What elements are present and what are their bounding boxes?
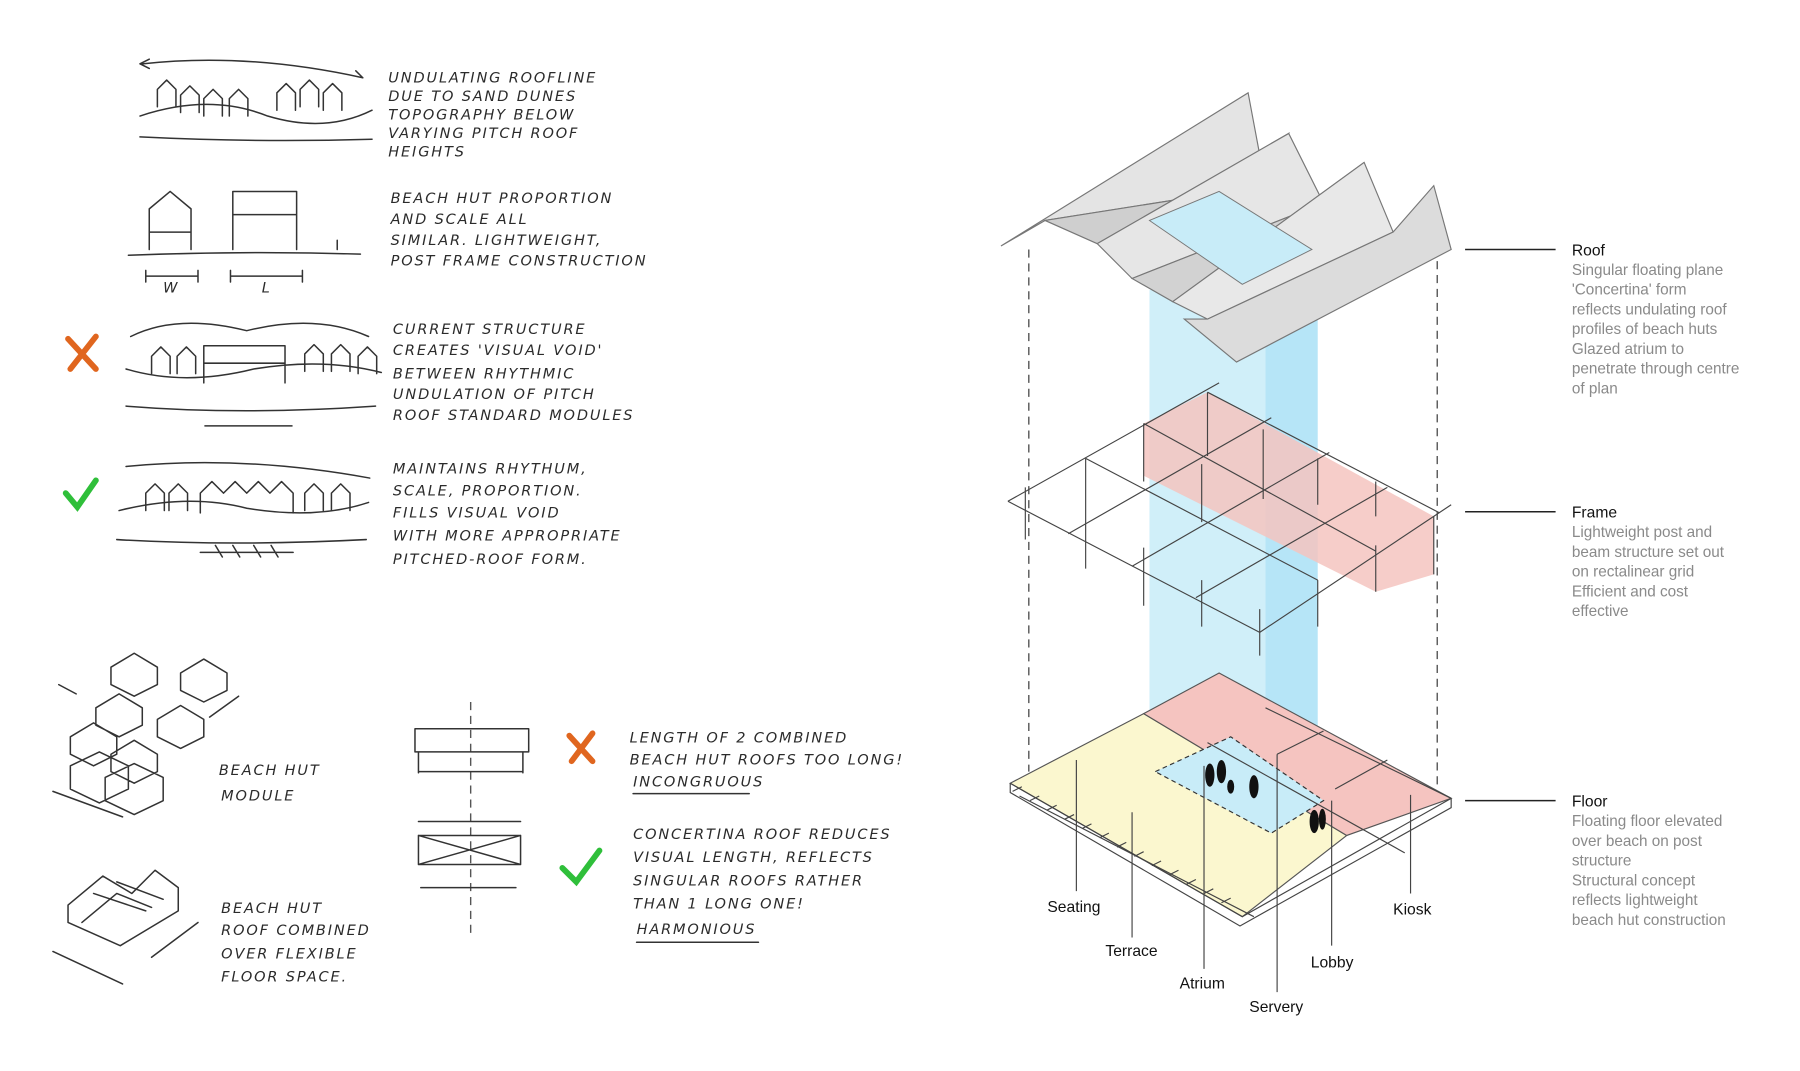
label-atrium: Atrium xyxy=(1180,976,1225,993)
sketch-combined-roof xyxy=(52,869,199,985)
callout-roof: Roof Singular floating plane'Concertina'… xyxy=(1465,242,1739,397)
frame-layer xyxy=(1007,382,1452,656)
sketch-maintains-rhythm xyxy=(116,461,371,558)
callout-title: Floor xyxy=(1572,793,1608,810)
sketch-roof-length-comparison xyxy=(414,702,530,935)
corner-dashed-guides xyxy=(1028,249,1438,790)
dimension-l-label: L xyxy=(262,280,272,296)
callout-title: Frame xyxy=(1572,505,1618,522)
note-maintains-rhythm: MAINTAINS RHYTHUM,SCALE, PROPORTION.FILL… xyxy=(393,461,622,568)
label-kiosk: Kiosk xyxy=(1393,901,1431,918)
sketch-undulating-roofline xyxy=(139,58,373,142)
sketch-beach-hut-module xyxy=(52,652,240,818)
sketch-beach-hut-proportion: W L xyxy=(127,190,362,296)
dimension-w-label: W xyxy=(163,280,179,296)
floor-layer xyxy=(1009,672,1453,927)
callout-description: Singular floating plane'Concertina' form… xyxy=(1572,262,1740,397)
sketch-current-structure xyxy=(125,322,383,427)
label-lobby: Lobby xyxy=(1311,955,1354,972)
frame-enclosure-volume xyxy=(1143,392,1434,592)
check-mark-icon xyxy=(559,847,603,887)
cross-mark-icon xyxy=(65,333,99,372)
label-terrace: Terrace xyxy=(1105,943,1157,960)
roof-layer xyxy=(1000,91,1452,363)
check-mark-icon xyxy=(62,477,99,512)
callout-title: Roof xyxy=(1572,242,1606,259)
label-seating: Seating xyxy=(1047,899,1100,916)
label-servery: Servery xyxy=(1249,999,1303,1016)
cross-mark-icon xyxy=(566,730,596,765)
people-silhouettes-icon xyxy=(1205,760,1326,834)
floor-label-leaders xyxy=(1075,754,1412,993)
